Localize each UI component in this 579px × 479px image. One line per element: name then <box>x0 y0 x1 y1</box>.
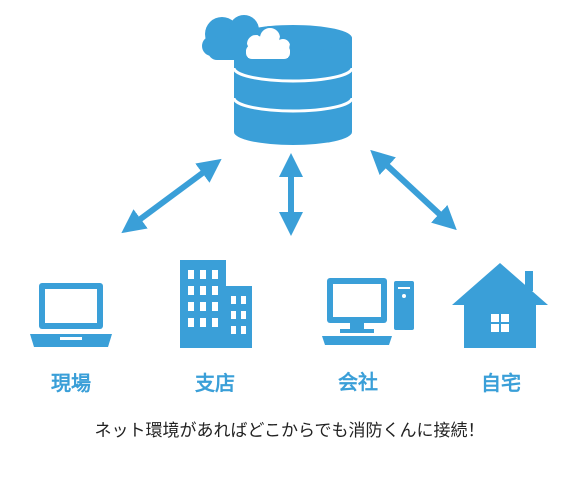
connector-arrows <box>121 149 457 236</box>
desktop-computer-icon <box>322 278 414 345</box>
arrow-to-genba <box>121 158 222 234</box>
office-building-icon <box>180 260 252 348</box>
caption-text: ネット環境があればどこからでも消防くんに接続！ <box>94 421 485 441</box>
node-label-jitaku: 自宅 <box>481 371 521 395</box>
node-label-genba: 現場 <box>51 371 91 395</box>
arrow-to-kaisha-jitaku <box>370 149 457 231</box>
node-label-shiten: 支店 <box>195 371 235 395</box>
laptop-icon <box>30 283 112 347</box>
node-label-kaisha: 会社 <box>338 370 378 394</box>
house-icon <box>452 263 548 348</box>
cloud-database-icon <box>202 15 354 145</box>
